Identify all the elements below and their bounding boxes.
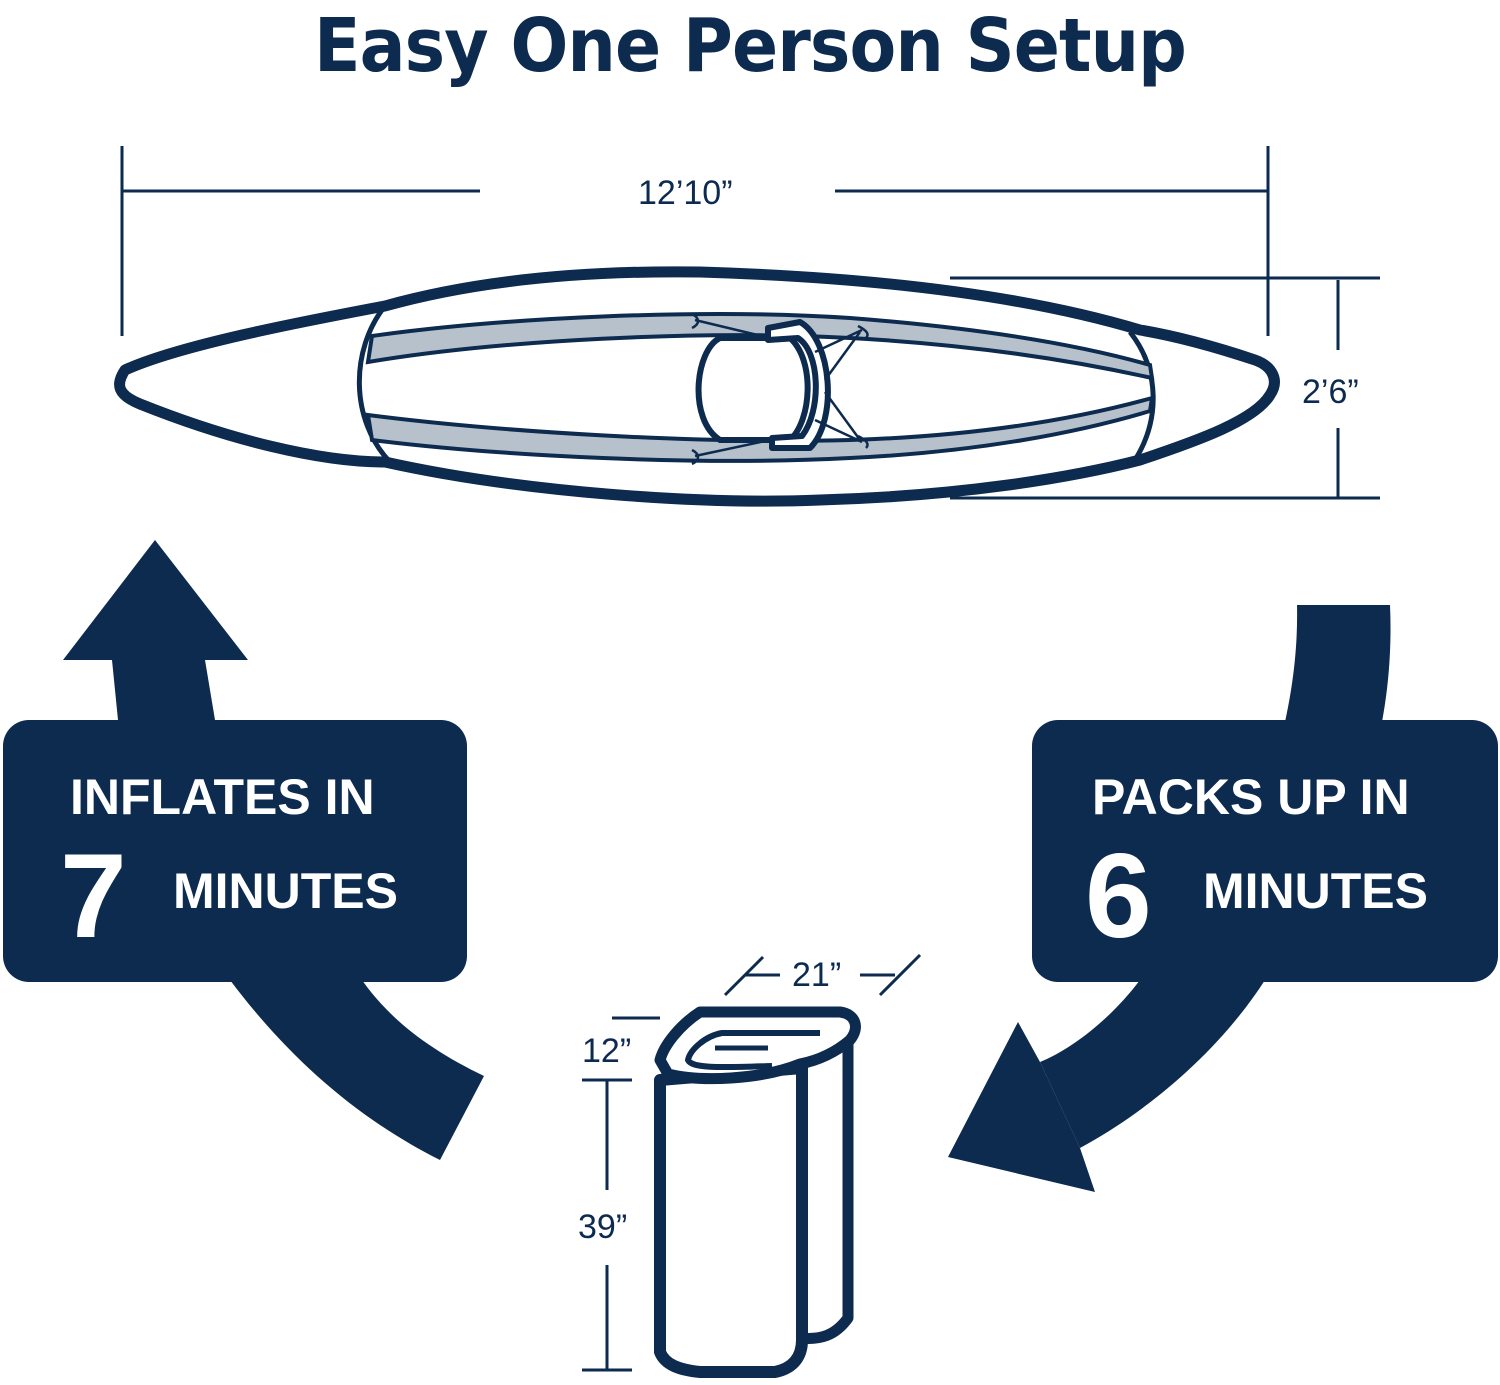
- inflate-badge: [3, 720, 467, 982]
- kayak-length-label: 12’10”: [638, 174, 733, 212]
- kayak-length-dimension: [120, 146, 1270, 336]
- pack-badge: [1032, 720, 1498, 982]
- pack-badge-unit: MINUTES: [1203, 863, 1428, 919]
- pack-badge-heading: PACKS UP IN: [1092, 769, 1410, 825]
- pack-arrow-icon: [948, 605, 1391, 1192]
- inflate-badge-heading: INFLATES IN: [70, 769, 375, 825]
- inflate-arrow-icon: [63, 540, 484, 1160]
- pack-badge-number: 6: [1085, 829, 1152, 963]
- bag-width-label: 21”: [792, 956, 842, 994]
- page-title: Easy One Person Setup: [313, 3, 1187, 89]
- bag-height-label: 39”: [578, 1208, 628, 1246]
- kayak-width-label: 2’6”: [1302, 373, 1359, 411]
- packed-bag-dimensions: [582, 953, 922, 1372]
- inflate-badge-unit: MINUTES: [173, 863, 398, 919]
- kayak-width-dimension: [950, 276, 1380, 500]
- packed-bag-icon: [654, 1006, 861, 1378]
- kayak-icon: [114, 266, 1280, 507]
- inflate-badge-number: 7: [60, 829, 127, 963]
- bag-depth-label: 12”: [582, 1032, 632, 1070]
